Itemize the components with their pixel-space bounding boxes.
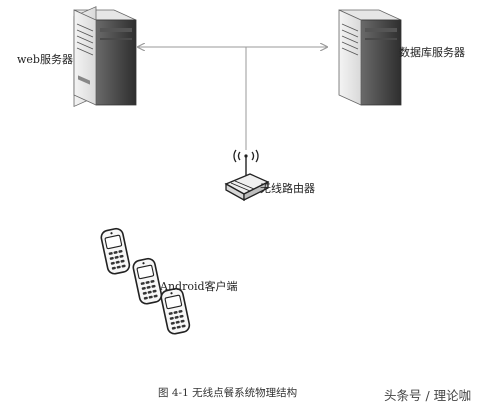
- connection-lines: [138, 47, 327, 150]
- mobile-phone-icon: [99, 226, 132, 276]
- db-server-label: 数据库服务器: [399, 46, 465, 59]
- database-server-icon: [338, 9, 402, 106]
- mobile-phone-icon: [159, 286, 192, 336]
- router-label: 无线路由器: [260, 182, 315, 195]
- mobile-phone-icon: [131, 256, 164, 306]
- web-server-icon: [73, 6, 137, 108]
- figure-caption: 图 4-1 无线点餐系统物理结构: [158, 387, 298, 399]
- watermark: 头条号 / 理论咖: [384, 388, 472, 403]
- android-client-label: Android客户端: [160, 280, 238, 293]
- web-server-label: web服务器: [17, 53, 73, 66]
- wireless-router-icon: [224, 149, 270, 202]
